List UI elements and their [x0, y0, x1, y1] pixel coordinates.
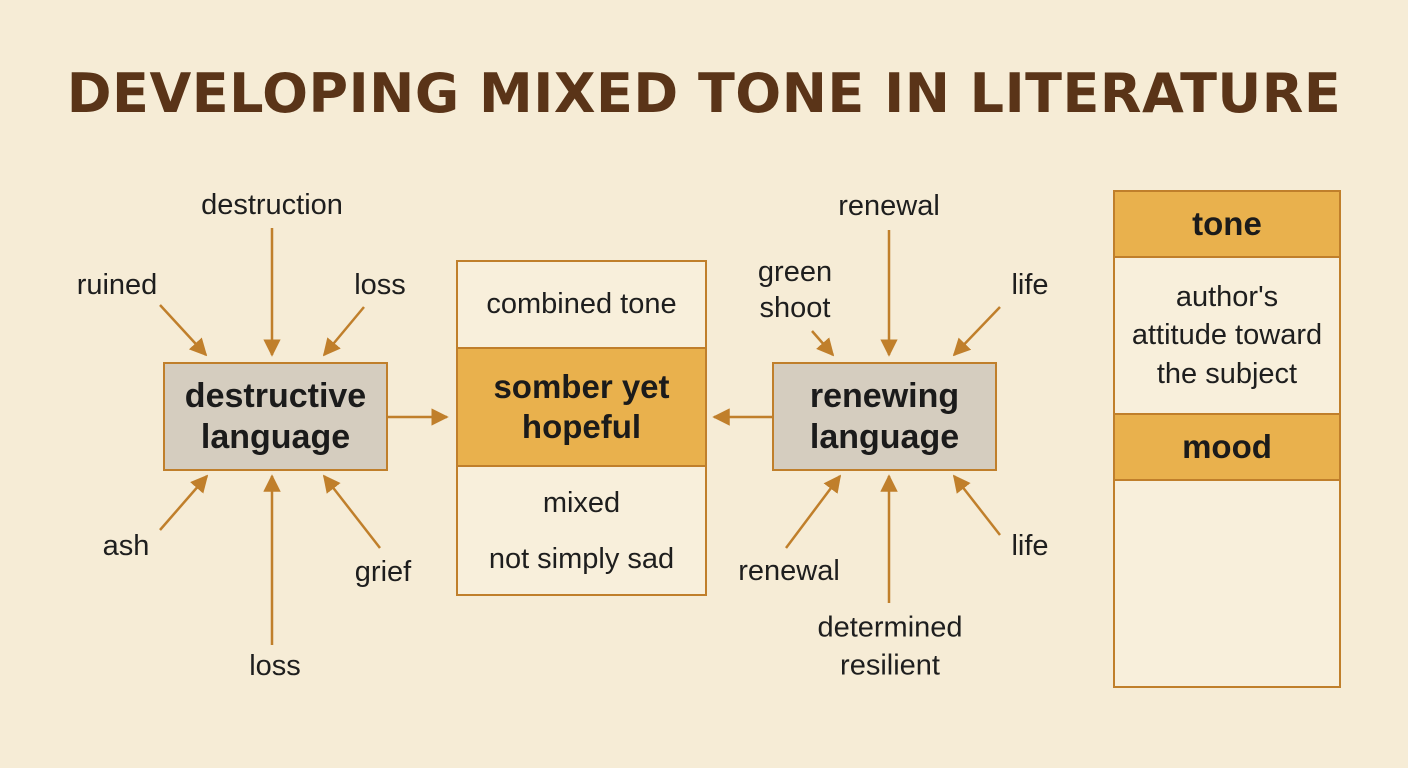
- word-ash: ash: [102, 530, 150, 563]
- mood-definition: [1115, 481, 1339, 686]
- arrow-renewal-bottom: [785, 474, 842, 549]
- tone-header: tone: [1115, 192, 1339, 258]
- arrow-life-bottom: [952, 474, 1001, 536]
- arrow-life-top: [952, 306, 1001, 357]
- word-ruined: ruined: [76, 269, 158, 302]
- combined-tone-label: combined tone: [486, 288, 677, 321]
- word-grief: grief: [354, 556, 412, 589]
- tone-definition: author's attitude toward the subject: [1131, 281, 1323, 390]
- tone-mood-legend: tone author's attitude toward the subjec…: [1113, 190, 1341, 688]
- word-determined-resilient: determined resilient: [817, 611, 963, 681]
- renewing-language-box: renewing language: [772, 362, 997, 471]
- arrow-green-shoot: [811, 330, 835, 357]
- word-loss-top: loss: [354, 269, 406, 302]
- word-destruction: destruction: [201, 189, 343, 222]
- somber-yet-hopeful-box: somber yet hopeful: [458, 347, 705, 467]
- combined-tone-column: combined tone somber yet hopeful mixed n…: [456, 260, 707, 596]
- arrow-loss-top: [322, 306, 365, 357]
- word-life-top: life: [1011, 269, 1049, 302]
- arrow-grief: [322, 474, 381, 549]
- word-renewal-top: renewal: [838, 190, 940, 223]
- destructive-language-box: destructive language: [163, 362, 388, 471]
- mood-header: mood: [1115, 413, 1339, 481]
- page-title: DEVELOPING MIXED TONE IN LITERATURE: [66, 62, 1342, 125]
- arrow-ruined: [159, 304, 208, 357]
- word-loss-bottom: loss: [249, 650, 301, 683]
- mixed-label: mixed: [542, 486, 621, 519]
- arrow-ash: [159, 474, 209, 531]
- not-simply-sad-label: not simply sad: [488, 542, 675, 575]
- word-life-bottom: life: [1011, 530, 1049, 563]
- word-renewal-bottom: renewal: [738, 555, 840, 588]
- word-green-shoot: green shoot: [757, 255, 833, 324]
